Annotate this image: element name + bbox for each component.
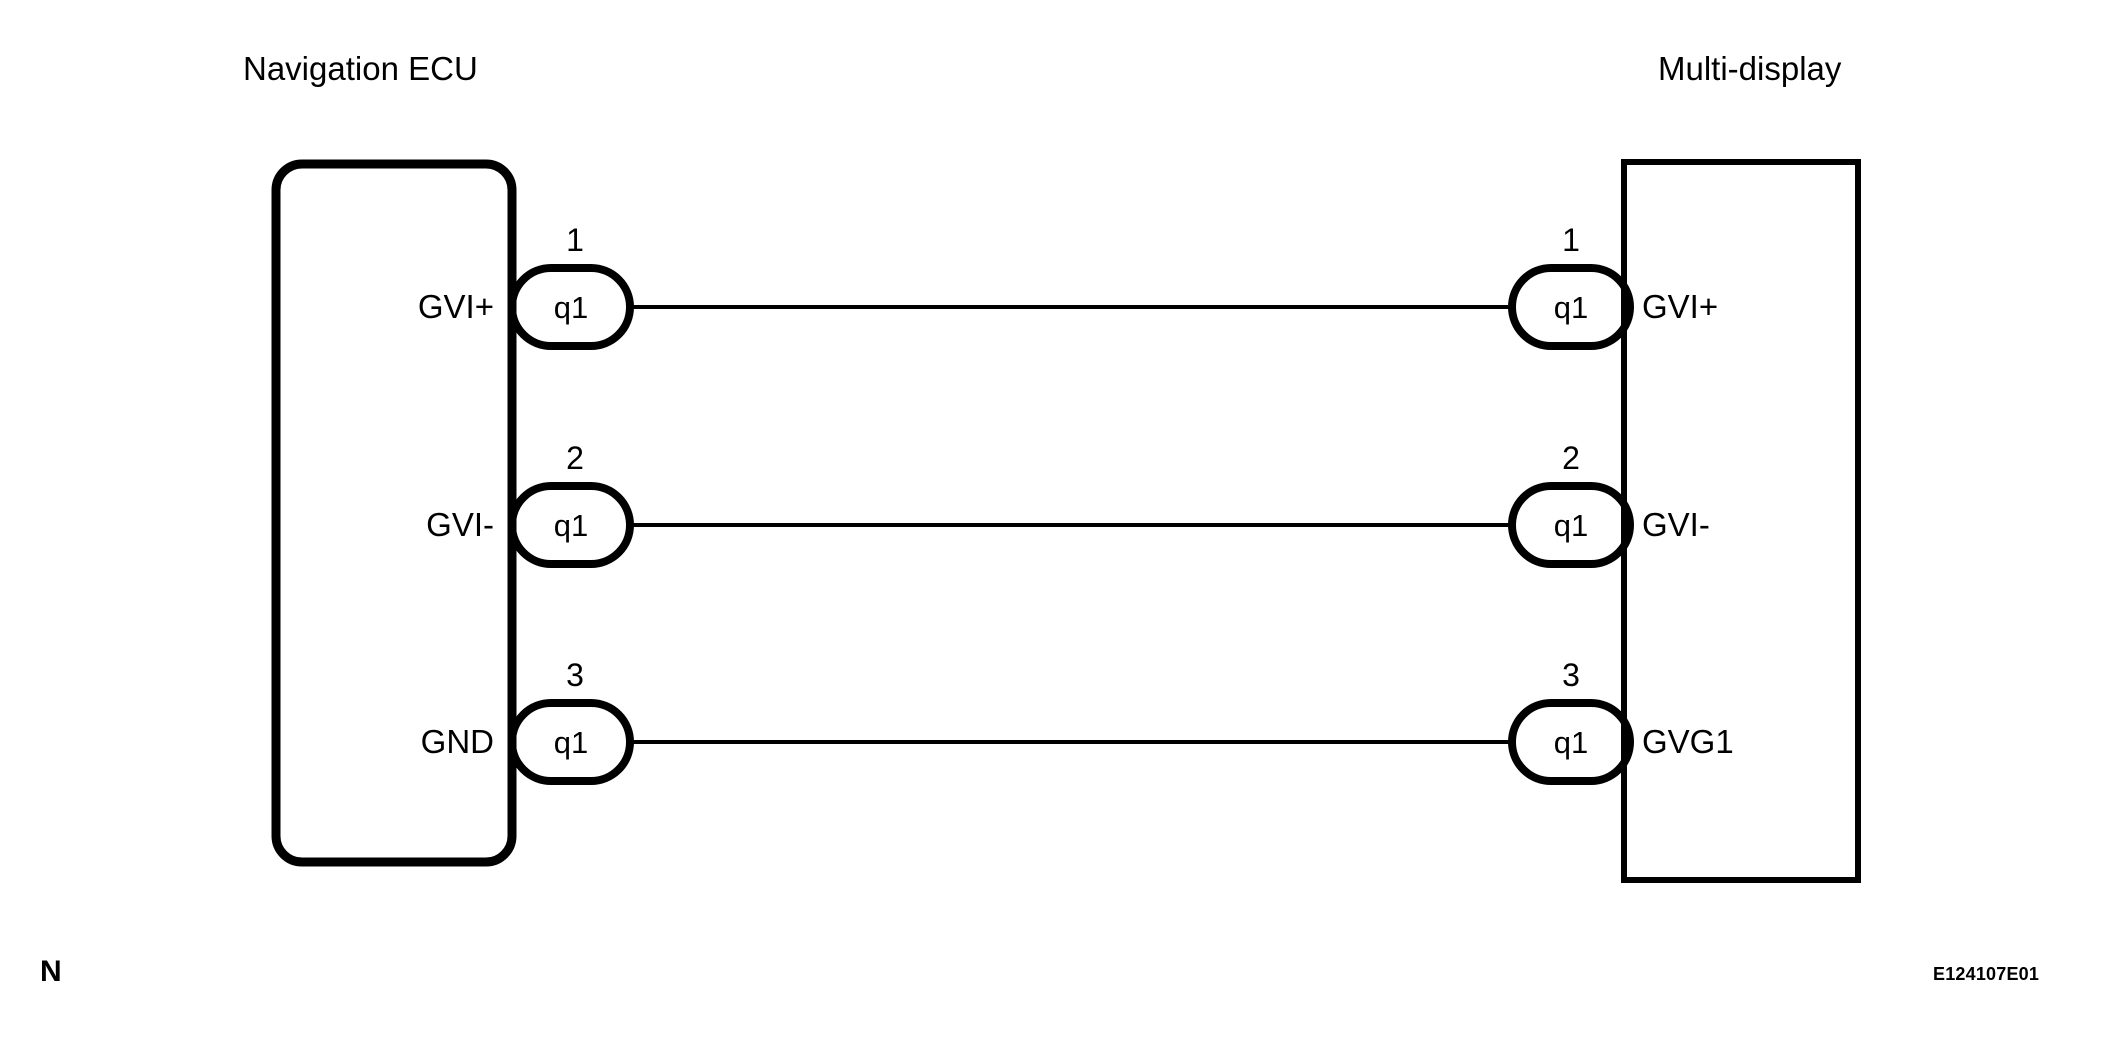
multi-display-title: Multi-display: [1658, 50, 1842, 87]
left-terminal-code-3: q1: [553, 725, 589, 760]
right-terminal-code-1: q1: [1553, 290, 1589, 325]
left-signal-label-2: GVI-: [426, 506, 494, 543]
right-pin-number-1: 1: [1562, 222, 1580, 258]
navigation-ecu-title: Navigation ECU: [243, 50, 478, 87]
footer-mark: N: [40, 955, 63, 988]
diagram-reference-code: E124107E01: [1933, 964, 2040, 984]
left-pin-number-2: 2: [566, 440, 584, 476]
left-terminal-code-2: q1: [553, 508, 589, 543]
left-terminal-code-1: q1: [553, 290, 589, 325]
multi-display-box: [1621, 159, 1861, 883]
right-pin-number-2: 2: [1562, 440, 1580, 476]
left-pin-number-3: 3: [566, 657, 584, 693]
right-terminal-code-3: q1: [1553, 725, 1589, 760]
right-signal-label-1: GVI+: [1642, 288, 1719, 325]
right-signal-label-3: GVG1: [1642, 723, 1734, 760]
left-signal-label-3: GND: [420, 723, 494, 760]
left-signal-label-1: GVI+: [417, 288, 494, 325]
terminal-right-1: [1508, 264, 1634, 350]
left-pin-number-1: 1: [566, 222, 584, 258]
right-pin-number-3: 3: [1562, 657, 1580, 693]
terminal-right-2: [1508, 482, 1634, 568]
right-terminal-code-2: q1: [1553, 508, 1589, 543]
right-signal-label-2: GVI-: [1642, 506, 1710, 543]
terminal-right-3: [1508, 699, 1634, 785]
